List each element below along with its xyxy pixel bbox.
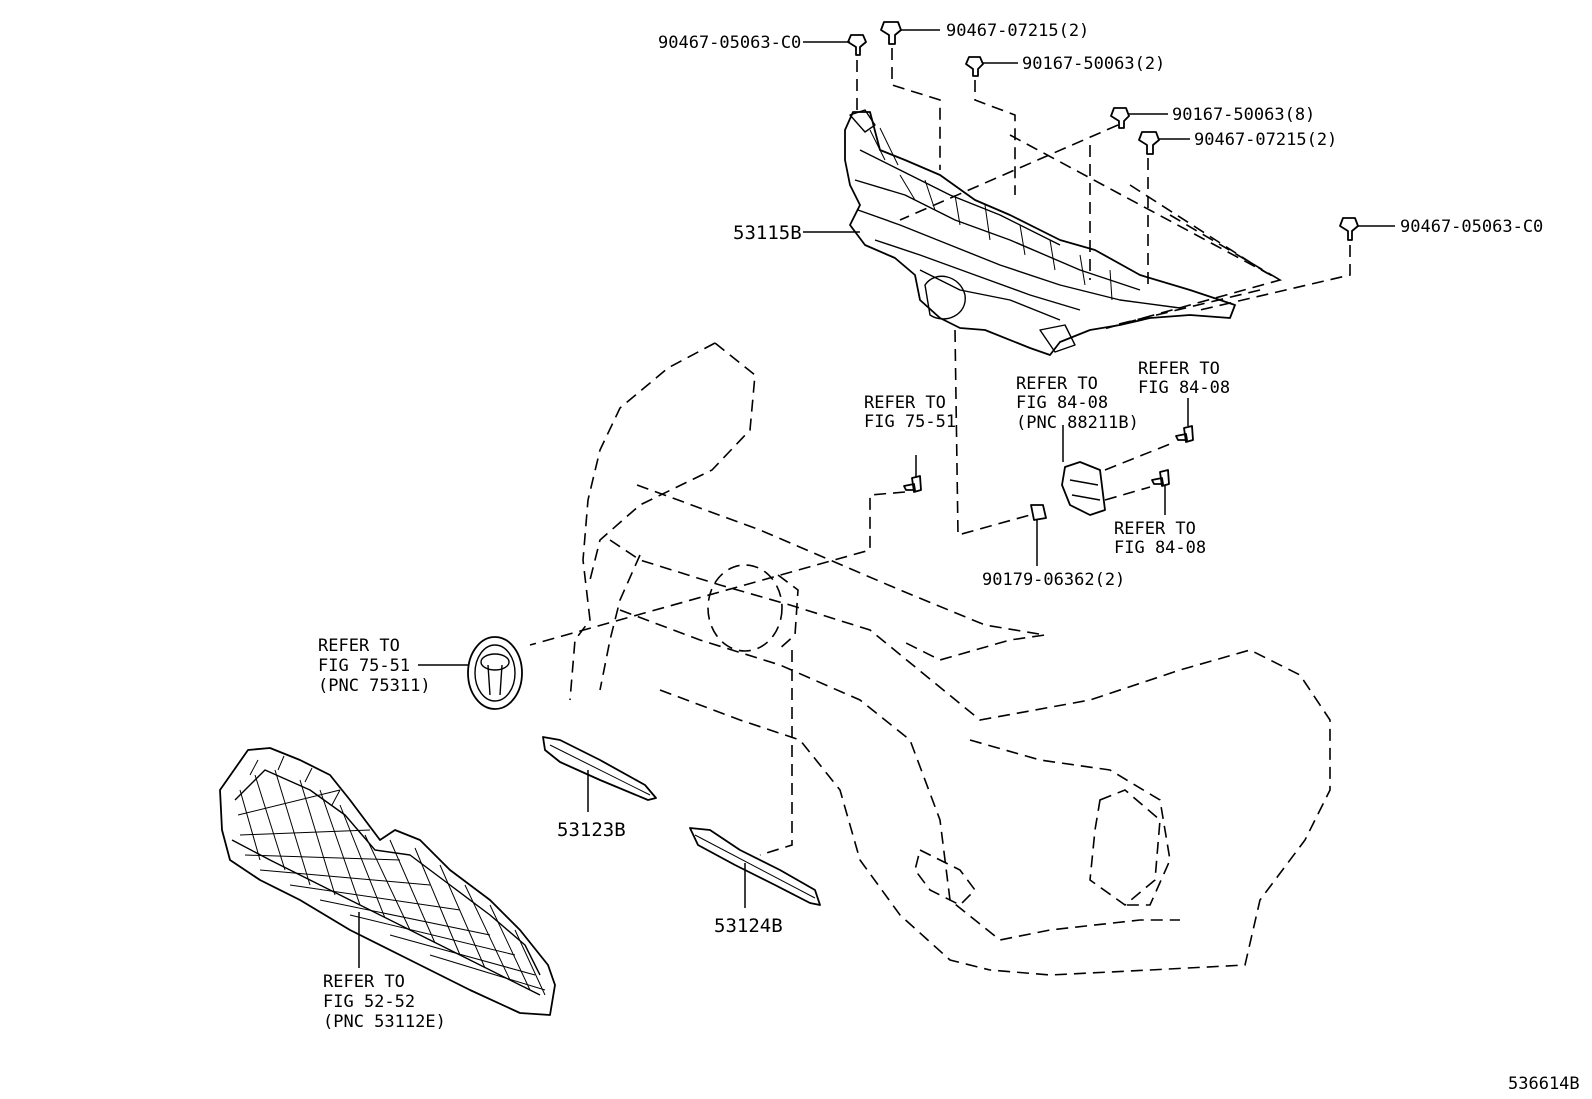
label-90467-05063-C0-right: 90467-05063-C0 xyxy=(1400,217,1543,237)
screw-icon xyxy=(965,56,984,77)
label-90167-50063-mid: 90167-50063(8) xyxy=(1172,105,1315,125)
bolt-icon xyxy=(1151,469,1170,487)
label-90467-07215-mid: 90467-07215(2) xyxy=(1194,130,1337,150)
label-90179-06362: 90179-06362(2) xyxy=(982,570,1125,590)
label-53115B: 53115B xyxy=(733,222,802,244)
screw-icon xyxy=(1110,107,1130,129)
label-53124B: 53124B xyxy=(714,915,783,937)
clip-icon xyxy=(847,34,867,56)
emblem-icon xyxy=(467,636,523,710)
ref-fig-84-08-top: REFER TO FIG 84-08 xyxy=(1138,359,1230,398)
bolt-icon xyxy=(1175,425,1194,443)
ref-fig-75-51-bolt: REFER TO FIG 75-51 xyxy=(864,393,956,432)
label-90467-07215-top: 90467-07215(2) xyxy=(946,21,1089,41)
ref-fig-52-52-grille: REFER TO FIG 52-52 (PNC 53112E) xyxy=(323,972,446,1032)
lower-grille xyxy=(219,747,556,1016)
clip-icon xyxy=(880,21,902,45)
label-53123B: 53123B xyxy=(557,819,626,841)
radiator-support-absorber-53115B xyxy=(844,109,1236,356)
sensor-bracket xyxy=(1061,461,1106,516)
ref-fig-75-51-emblem: REFER TO FIG 75-51 (PNC 75311) xyxy=(318,636,431,696)
bolt-icon xyxy=(903,475,922,493)
front-bumper-outline xyxy=(569,342,1331,976)
label-90467-05063-C0-top: 90467-05063-C0 xyxy=(658,33,801,53)
moulding-53123B xyxy=(542,736,657,801)
ref-fig-84-08-bottom: REFER TO FIG 84-08 xyxy=(1114,519,1206,558)
ref-fig-84-08-sensor: REFER TO FIG 84-08 (PNC 88211B) xyxy=(1016,374,1139,433)
moulding-53124B xyxy=(689,827,821,906)
nut-icon xyxy=(1030,504,1047,521)
label-90167-50063-top: 90167-50063(2) xyxy=(1022,54,1165,74)
clip-icon xyxy=(1339,217,1359,241)
clip-icon xyxy=(1138,131,1160,155)
diagram-id: 536614B xyxy=(1508,1074,1580,1094)
